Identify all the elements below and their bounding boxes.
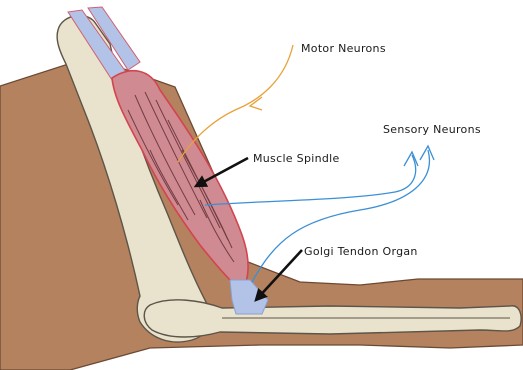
- label-motor-neurons: Motor Neurons: [301, 42, 386, 55]
- label-muscle-spindle: Muscle Spindle: [253, 152, 340, 165]
- label-sensory-neurons: Sensory Neurons: [383, 123, 481, 136]
- label-golgi-tendon-organ: Golgi Tendon Organ: [304, 245, 418, 258]
